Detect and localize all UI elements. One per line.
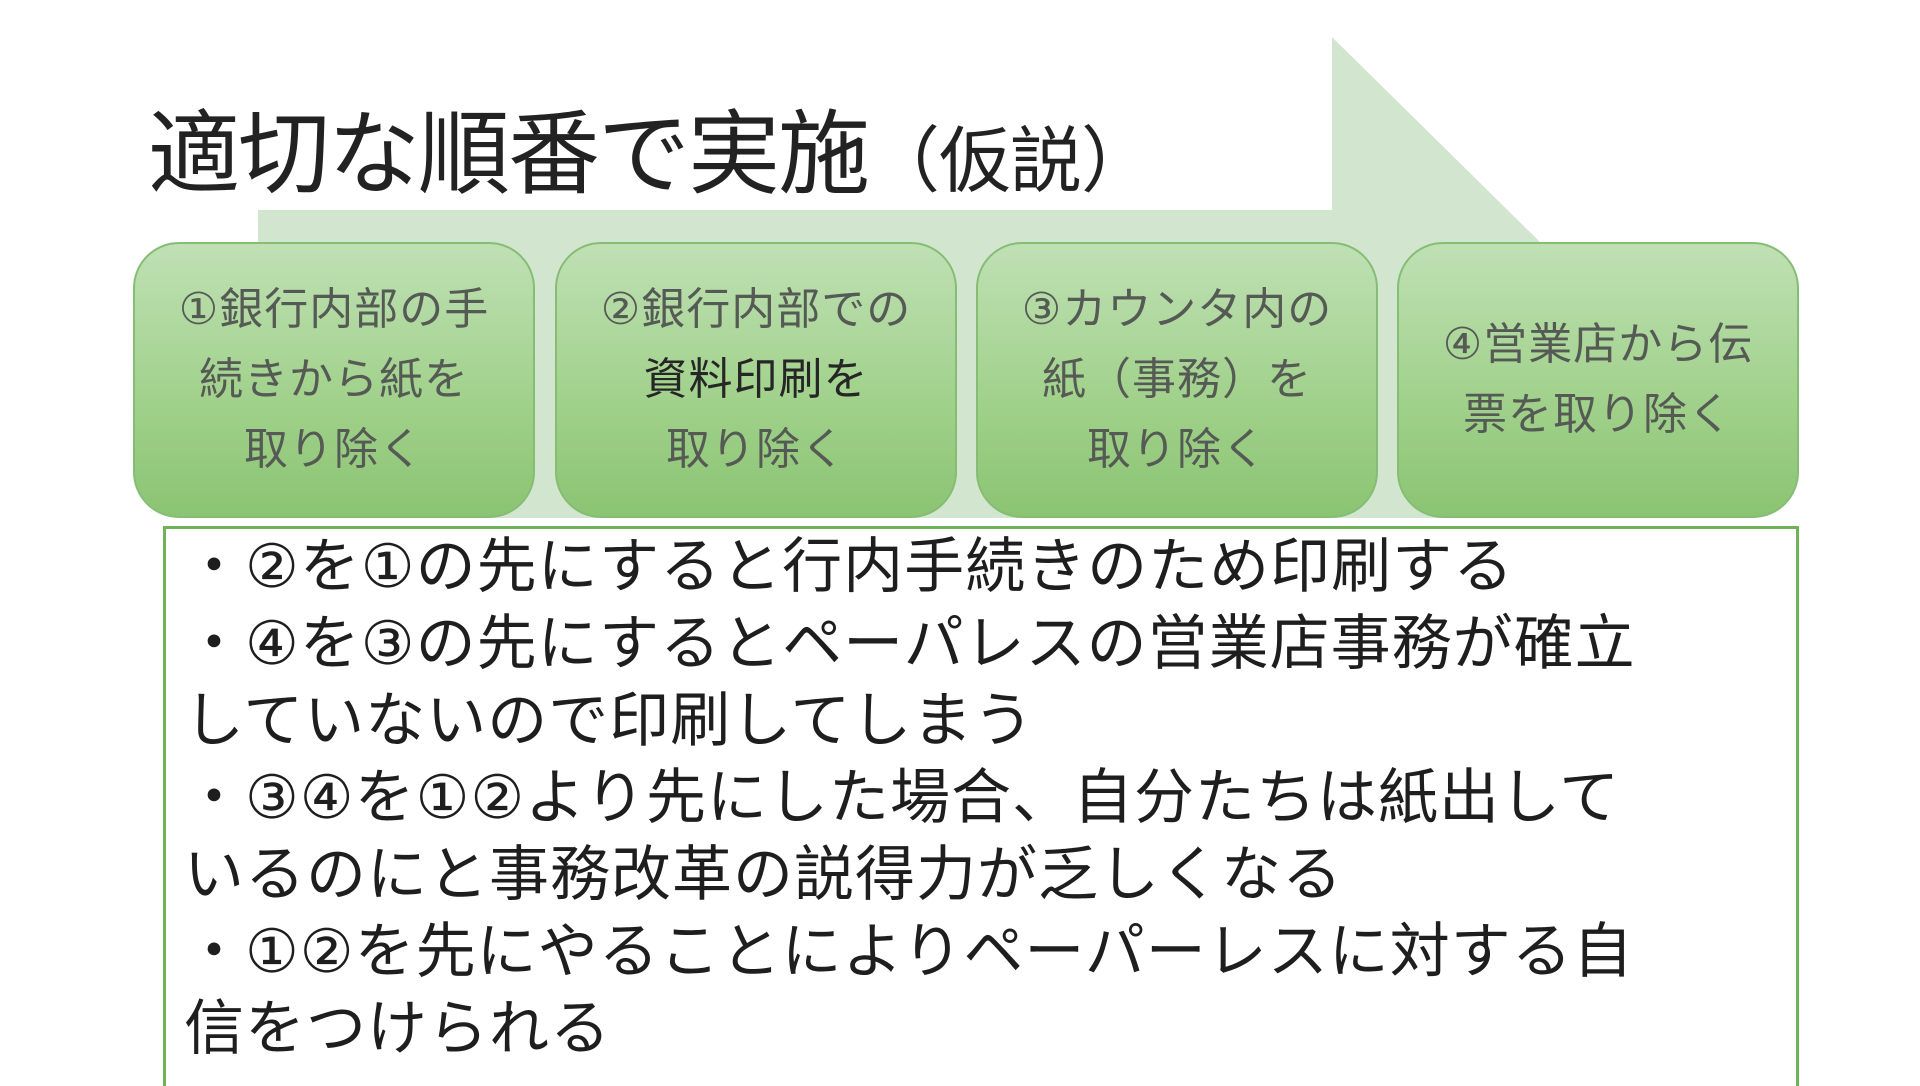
step-3-line-3: 取り除く [1086, 424, 1267, 475]
step-4-line-2: 票を取り除く [1462, 389, 1733, 440]
step-1-text: ①銀行内部の手 続きから紙を 取り除く [179, 275, 489, 485]
step-2-line-2: 資料印刷を [643, 354, 869, 405]
notes-box: ・②を①の先にすると行内手続きのため印刷する ・④を③の先にするとペーパレスの営… [163, 526, 1799, 1086]
step-2-line-1: ②銀行内部での [600, 284, 912, 335]
notes-text: ・②を①の先にすると行内手続きのため印刷する ・④を③の先にするとペーパレスの営… [184, 529, 1744, 1068]
step-3-line-1: ③カウンタ内の [1021, 284, 1333, 335]
step-box-1: ①銀行内部の手 続きから紙を 取り除く [133, 242, 535, 518]
note-line-4: ・③④を①②より先にした場合、自分たちは紙出して [184, 763, 1621, 833]
step-box-3: ③カウンタ内の 紙（事務）を 取り除く [976, 242, 1378, 518]
step-4-line-1: ④営業店から伝 [1442, 319, 1754, 370]
slide-title: 適切な順番で実施（仮説） [148, 100, 1153, 210]
step-box-2: ②銀行内部での 資料印刷を 取り除く [555, 242, 957, 518]
step-1-line-1: ①銀行内部の手 [178, 284, 490, 335]
step-1-line-2: 続きから紙を [198, 354, 469, 405]
step-2-line-3: 取り除く [665, 424, 846, 475]
step-2-text: ②銀行内部での 資料印刷を 取り除く [601, 275, 911, 485]
slide-title-suffix: （仮説） [868, 119, 1153, 203]
slide-title-main: 適切な順番で実施 [148, 101, 870, 208]
note-line-2: ・④を③の先にするとペーパレスの営業店事務が確立 [184, 609, 1636, 679]
note-line-5: いるのにと事務改革の説得力が乏しくなる [184, 840, 1343, 910]
note-line-6: ・①②を先にやることによりペーパーレスに対する自 [184, 917, 1634, 987]
step-1-line-3: 取り除く [243, 424, 424, 475]
step-3-line-2: 紙（事務）を [1041, 354, 1312, 405]
step-4-text: ④営業店から伝 票を取り除く [1443, 310, 1753, 450]
step-box-4: ④営業店から伝 票を取り除く [1397, 242, 1799, 518]
note-line-7: 信をつけられる [184, 994, 611, 1064]
step-3-text: ③カウンタ内の 紙（事務）を 取り除く [1022, 275, 1332, 485]
note-line-1: ・②を①の先にすると行内手続きのため印刷する [184, 532, 1515, 602]
arrow-body [258, 37, 1540, 242]
note-line-3: していないので印刷してしまう [184, 686, 1035, 756]
